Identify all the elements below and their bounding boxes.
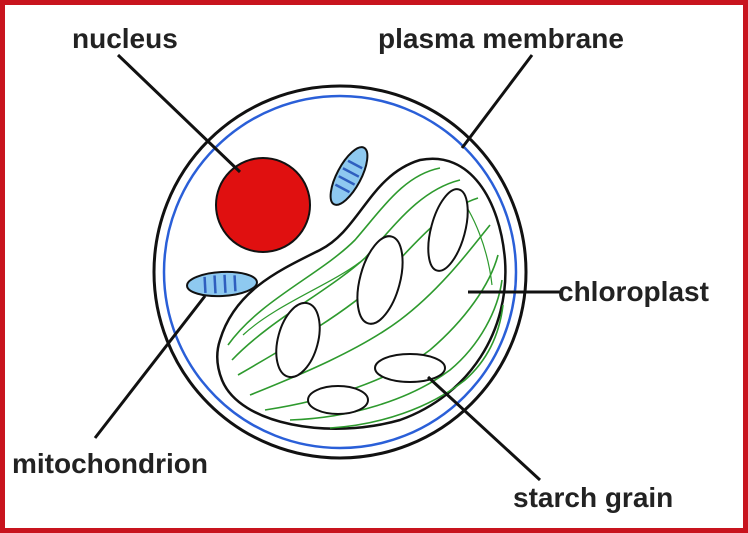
starch-grain-label: starch grain [513,482,673,513]
nucleus-label: nucleus [72,23,178,54]
starch-grain [308,386,368,414]
mitochondrion-label: mitochondrion [12,448,208,479]
nucleus [216,158,310,252]
starch-grain [375,354,445,382]
nucleus-leader [118,55,240,172]
plasma-membrane-label: plasma membrane [378,23,624,54]
plasma-membrane-leader [462,55,532,148]
chloroplast-label: chloroplast [558,276,709,307]
starch-grain-leader [428,377,540,480]
